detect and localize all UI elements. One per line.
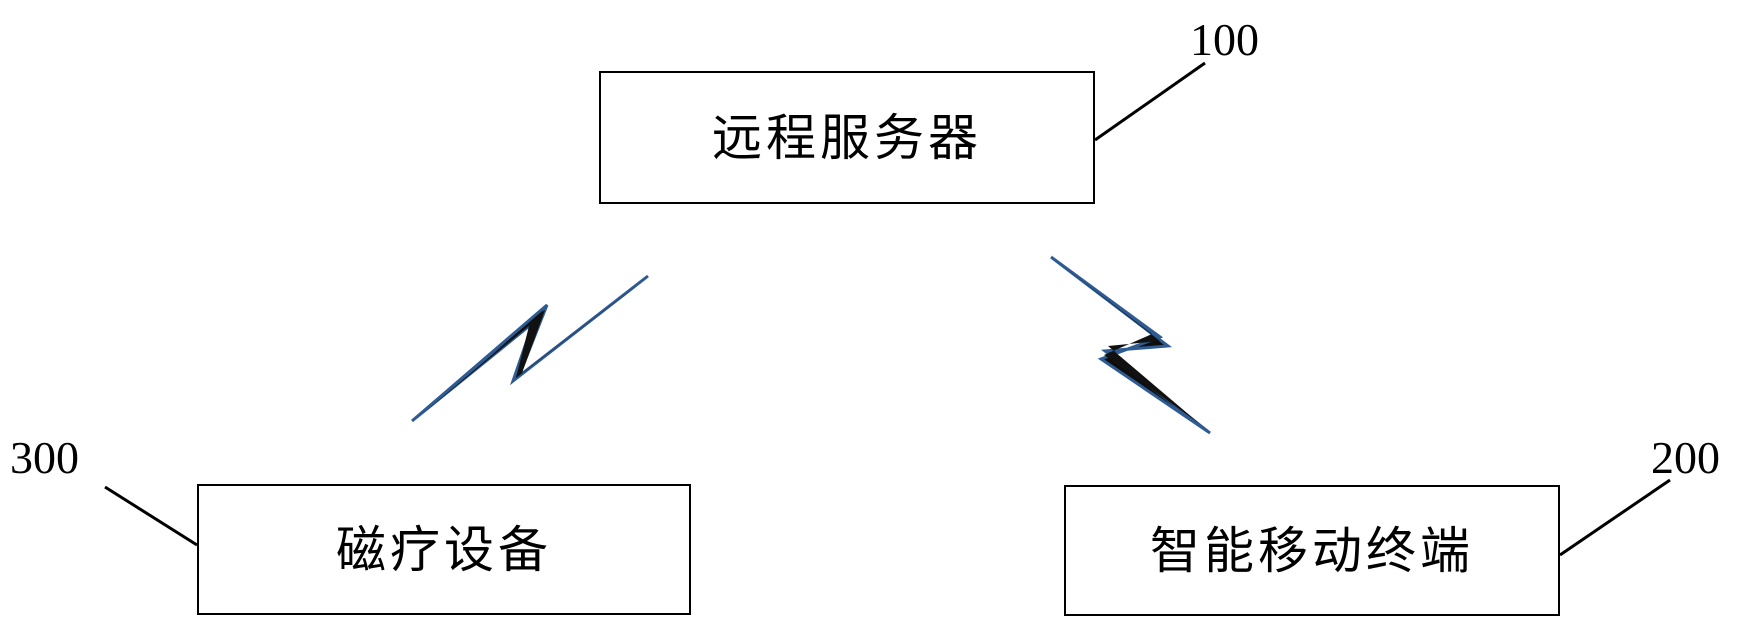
magnetic-therapy-device-node: 磁疗设备 xyxy=(197,484,691,615)
lightning-bolt-icon xyxy=(1050,255,1211,435)
leader-line-server xyxy=(1094,61,1206,142)
remote-server-label: 远程服务器 xyxy=(712,108,982,167)
smart-mobile-terminal-node: 智能移动终端 xyxy=(1064,485,1560,616)
ref-number-server: 100 xyxy=(1190,14,1259,65)
leader-line-terminal xyxy=(1559,478,1671,557)
leader-line-device xyxy=(104,485,198,547)
smart-mobile-terminal-label: 智能移动终端 xyxy=(1150,521,1474,580)
lightning-bolt-icon xyxy=(411,274,649,423)
ref-number-device: 300 xyxy=(10,432,79,483)
ref-number-terminal: 200 xyxy=(1651,432,1720,483)
remote-server-node: 远程服务器 xyxy=(599,71,1095,204)
magnetic-therapy-device-label: 磁疗设备 xyxy=(336,520,552,579)
